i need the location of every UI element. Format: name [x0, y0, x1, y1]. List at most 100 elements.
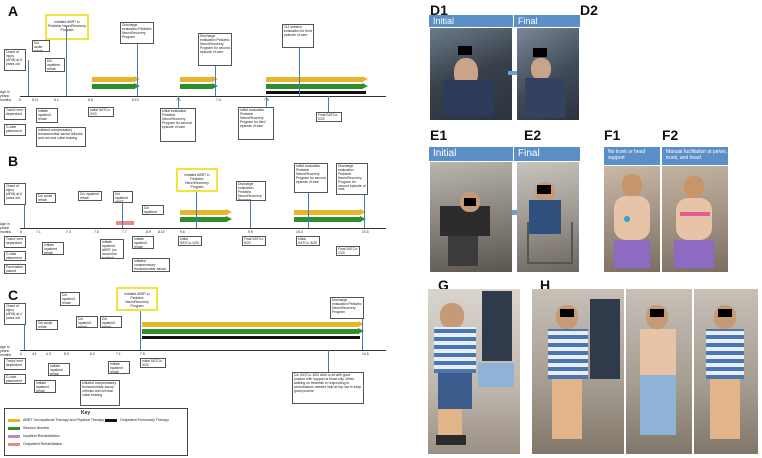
final-satco-box-a: Final SATCo: 0/20 — [316, 112, 342, 122]
panel-label-f1: F1 — [604, 127, 621, 143]
final-satco-box-b: Final SATCo: 8/20 — [242, 236, 266, 246]
face-redaction — [533, 48, 547, 57]
connector — [215, 66, 216, 96]
connector — [178, 96, 179, 108]
dc-inpatient3-box-c: D/c inpatient rehab — [100, 316, 122, 328]
legend-title: Key — [81, 410, 91, 416]
connector — [250, 201, 251, 228]
session-bar-b2 — [294, 216, 366, 222]
initial-satco2-box-b: Initial SATCo: 8/20 — [296, 236, 320, 246]
d1-initial-header: Initial — [429, 15, 513, 27]
tick-c-5: 7.1 — [116, 352, 121, 356]
onset-box-c: Onset of injury (AFM) at 4 years old — [4, 303, 26, 325]
face-redaction — [537, 185, 551, 194]
tick-c-3: 5.0 — [64, 352, 69, 356]
arrow-icon — [508, 71, 518, 75]
dc-inpatient-abrt-box-b: D/c inpatient ABRT — [113, 191, 133, 203]
panel-label-c: C — [8, 287, 19, 303]
initiate-inpatient3-box-c: Initiate inpatient rehab — [108, 361, 130, 374]
e1-final-photo — [517, 162, 579, 272]
tick-a-4: 6.10 — [132, 98, 139, 102]
dc-inpatient-box-b: D/c inpatient rehab — [78, 191, 102, 201]
face-redaction — [464, 198, 476, 206]
discharge-box-c: Discharge evaluation Pediatric NeuroReco… — [330, 297, 364, 319]
gtube-box-c: G-tube placement — [4, 374, 26, 384]
timeline-axis-b — [20, 228, 386, 229]
connector — [328, 96, 329, 112]
trach-box-c: Trach/ vent dependent — [4, 358, 26, 370]
tick-b-10: 10.5 — [362, 230, 369, 234]
discharge1-box-a: Discharge evaluation Pediatric NeuroReco… — [120, 22, 154, 44]
legend-label-outpatient: Outpatient Rehabilitation — [23, 442, 63, 446]
legend-label-abrt: ABRT Occupational Therapy and Physical T… — [23, 418, 105, 422]
connector — [328, 350, 329, 372]
connector — [308, 193, 309, 228]
connector — [122, 203, 123, 228]
panel-label-b: B — [8, 153, 19, 169]
tick-b-1: 7.1 — [36, 230, 41, 234]
panel-label-f2: F2 — [662, 127, 679, 143]
timeline-axis-a — [20, 96, 386, 97]
initiate-inpatient-box-b: Initiate inpatient rehab — [42, 242, 64, 255]
legend-box: Key ABRT Occupational Therapy and Physic… — [4, 408, 188, 456]
panel-label-e2: E2 — [524, 127, 542, 143]
abrt-bar-c — [142, 321, 364, 327]
tick-b-3: 7.5 — [94, 230, 99, 234]
axis-label-c: Age in years/ months — [0, 345, 12, 357]
abrt-bar-a1 — [92, 76, 140, 82]
connector — [24, 205, 25, 228]
panel-label-d1: D1 — [430, 2, 448, 18]
session-bar-a2 — [180, 83, 218, 89]
h-photo-2 — [626, 289, 692, 454]
initiate-inpatient-box-a: Initiate inpatient rehab — [36, 108, 58, 123]
initial-satco-box-c: Initial SATCo: 0/20 — [140, 358, 166, 368]
dc-acute-box-c: D/c acute rehab — [36, 320, 58, 330]
tick-a-3: 6.8 — [88, 98, 93, 102]
timeline-axis-c — [20, 350, 386, 351]
initiated-abrt-box-c: Initiated ABRT in Pediatric NeuroRecover… — [116, 287, 158, 311]
initial-eval2-box-b: Initial evaluation Pediatric NeuroRecove… — [294, 163, 328, 193]
abrt-bar-a3 — [266, 76, 368, 82]
legend-label-inpatient: Inpatient Rehabilitation — [23, 434, 60, 438]
f1-photo — [604, 166, 660, 272]
gtube-box-b: G-tube placement — [4, 251, 26, 261]
tick-b-7: 9.6 — [180, 230, 185, 234]
pulmonary-bar-a — [266, 91, 366, 94]
dc-acute-box-a: D/c acute rehab — [32, 40, 50, 52]
panel-label-d2: D2 — [580, 2, 598, 18]
connector — [364, 195, 365, 228]
tlso-box-a: Initiated compensatory thoracolumbar sac… — [36, 127, 86, 147]
face-redaction — [560, 309, 574, 317]
initiate-inpatient2-box-b: Initiate inpatient rehab — [132, 236, 154, 249]
pulmonary-bar-c — [142, 336, 360, 339]
connector — [362, 319, 363, 350]
e1-final-header: Final — [514, 147, 580, 161]
f2-photo — [662, 166, 728, 272]
panel-label-e1: E1 — [430, 127, 448, 143]
trach-box-a: Trach/ vent dependent — [4, 107, 26, 120]
initiate-inpatient2-box-c: Initiate inpatient rehab — [48, 363, 70, 376]
tick-b-0: 6 — [20, 230, 22, 234]
connector — [66, 26, 67, 96]
tick-c-1: 4.1 — [32, 352, 37, 356]
abrt-bar-b1 — [180, 209, 232, 215]
tick-c-6: 7.5 — [140, 352, 145, 356]
initial-eval3-box-a: Initial evaluation Pediatric NeuroRecove… — [238, 107, 274, 140]
tick-c-4: 6.2 — [90, 352, 95, 356]
panel-label-a: A — [8, 3, 19, 19]
legend-swatch-session — [8, 427, 20, 430]
panel-label-g: G — [438, 277, 449, 293]
abrt-bar-a2 — [180, 76, 218, 82]
legend-swatch-inpatient — [8, 435, 20, 438]
session-bar-a3 — [266, 83, 368, 89]
d1-initial-photo — [430, 28, 512, 120]
tick-a-0: 5 — [19, 98, 21, 102]
face-redaction — [650, 309, 664, 317]
face-redaction — [718, 309, 732, 317]
connector — [140, 311, 141, 350]
connector — [28, 60, 29, 96]
f2-header: Manual facilitation at pelvis, trunk, an… — [662, 147, 728, 165]
d1-final-header: Final — [514, 15, 580, 27]
g-photo — [428, 289, 520, 454]
initiate-inpatient-box-c: Initiate inpatient rehab — [34, 380, 56, 393]
